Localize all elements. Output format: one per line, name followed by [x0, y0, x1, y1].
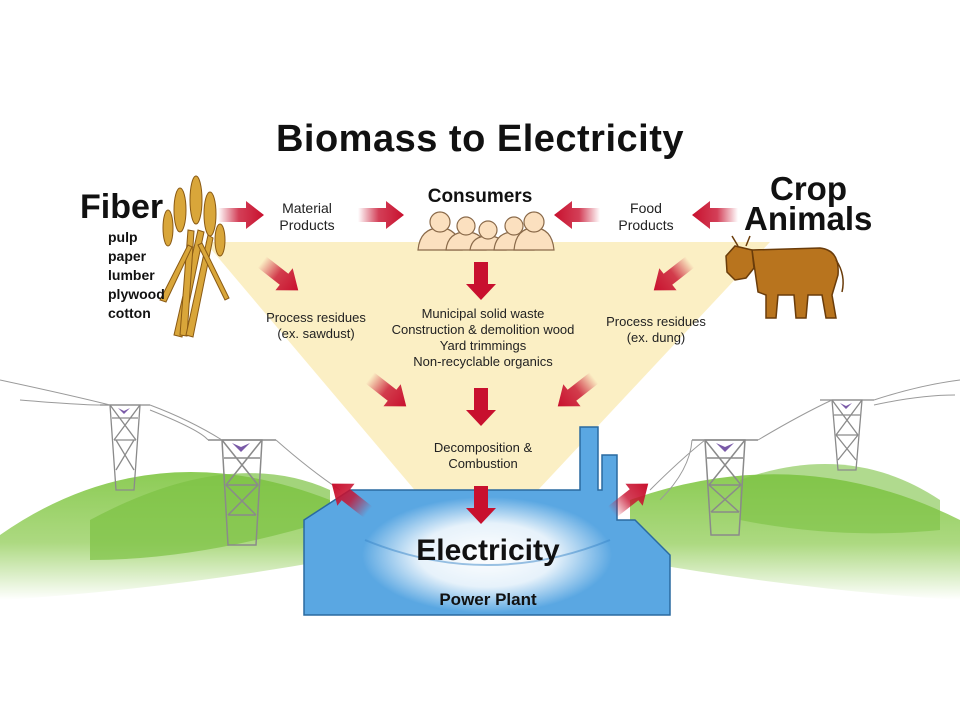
power-tower-left-back	[100, 404, 150, 491]
power-tower-right-back	[820, 399, 874, 471]
waste-source-line: Non-recyclable organics	[413, 354, 553, 369]
hill-right-front	[740, 464, 940, 534]
animals-heading: Animals	[744, 200, 873, 237]
power-lines-right	[649, 379, 960, 501]
waste-source-line: Construction & demolition wood	[391, 322, 575, 337]
fiber-item: paper	[108, 248, 147, 264]
process-residues-right-line: Process residues	[606, 314, 706, 329]
fiber-item: plywood	[108, 286, 165, 302]
wheat-icon	[159, 175, 230, 338]
arrow-animals-to-food	[692, 201, 738, 229]
food-products-line: Products	[618, 217, 674, 233]
fiber-list: pulp paper lumber plywood cotton	[108, 228, 165, 323]
process-residues-right-line: (ex. dung)	[626, 330, 686, 345]
decomposition-line: Combustion	[448, 456, 518, 471]
consumers-label: Consumers	[427, 186, 533, 207]
fiber-heading: Fiber	[80, 188, 164, 226]
crop-heading: Crop	[770, 170, 847, 207]
power-plant-label: Power Plant	[439, 590, 537, 609]
material-products-label: Material Products	[262, 200, 352, 234]
cow-icon	[725, 235, 844, 319]
power-plant-glow	[362, 497, 612, 613]
waste-source-line: Yard trimmings	[439, 338, 527, 353]
consumers-people-icon	[417, 211, 555, 251]
food-products-label: Food Products	[604, 200, 688, 234]
power-tower-left-icons	[118, 408, 250, 452]
decomposition-label: Decomposition & Combustion	[408, 440, 558, 472]
waste-source-line: Municipal solid waste	[421, 306, 545, 321]
material-products-line: Products	[279, 217, 335, 233]
electricity-label: Electricity	[416, 534, 560, 567]
arrow-fiber-to-material	[218, 201, 264, 229]
decomposition-line: Decomposition &	[433, 440, 533, 455]
hill-left-front	[90, 473, 330, 560]
power-lines-left	[0, 379, 341, 491]
funnel-background	[205, 242, 770, 520]
power-tower-right-icons	[716, 403, 852, 452]
process-residues-left-label: Process residues (ex. sawdust)	[246, 310, 386, 342]
material-products-line: Material	[282, 200, 332, 216]
process-residues-left-line: Process residues	[266, 310, 366, 325]
waste-sources-label: Municipal solid waste Construction & dem…	[378, 306, 588, 370]
power-tower-left-front	[208, 439, 276, 546]
process-residues-left-line: (ex. sawdust)	[277, 326, 355, 341]
arrow-material-to-consumers	[358, 201, 404, 229]
fiber-item: pulp	[108, 229, 138, 245]
arrow-food-to-consumers	[554, 201, 600, 229]
fiber-item: lumber	[108, 267, 155, 283]
process-residues-right-label: Process residues (ex. dung)	[586, 314, 726, 346]
food-products-line: Food	[630, 200, 662, 216]
diagram-title: Biomass to Electricity	[275, 118, 685, 160]
power-tower-right-front	[692, 439, 758, 536]
fiber-item: cotton	[108, 305, 151, 321]
power-plant-swoosh	[364, 539, 611, 566]
